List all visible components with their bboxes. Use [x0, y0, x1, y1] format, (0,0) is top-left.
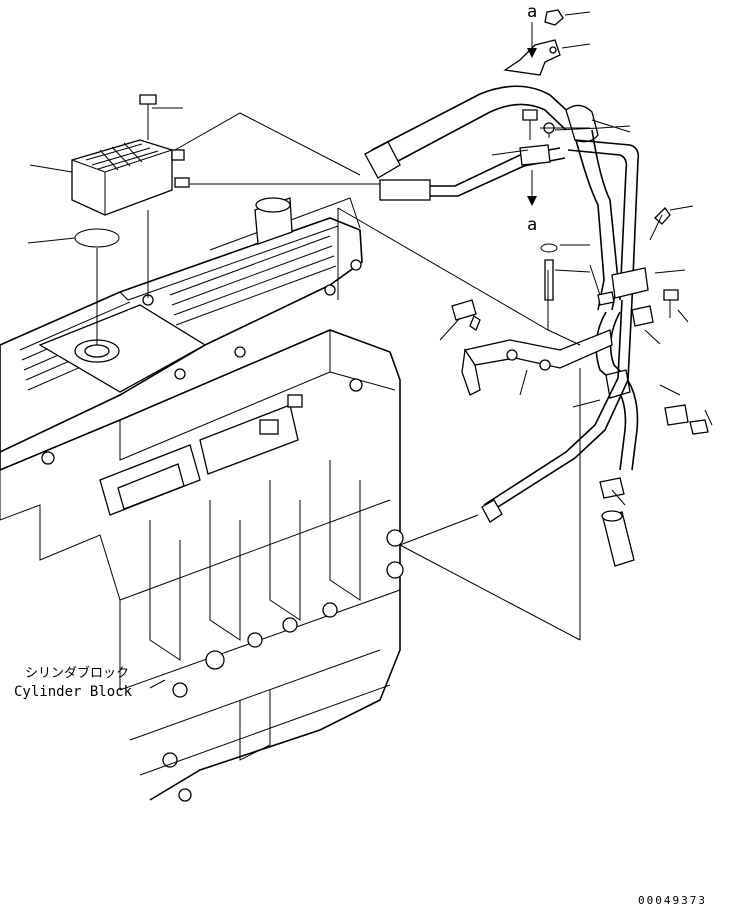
breather-hose-assembly — [337, 9, 713, 641]
arrow-down-icon — [527, 170, 537, 206]
detail-ref-mid: a — [527, 215, 537, 235]
block-label-jp: シリンダブロック — [25, 665, 129, 681]
detail-ref-top: a — [527, 2, 537, 22]
drawing-number: 00049373 — [638, 894, 707, 907]
arrow-down-icon — [527, 22, 537, 58]
block-label-en: Cylinder Block — [14, 684, 133, 700]
cylinder-block — [0, 197, 404, 802]
breather-assembly — [27, 94, 380, 345]
